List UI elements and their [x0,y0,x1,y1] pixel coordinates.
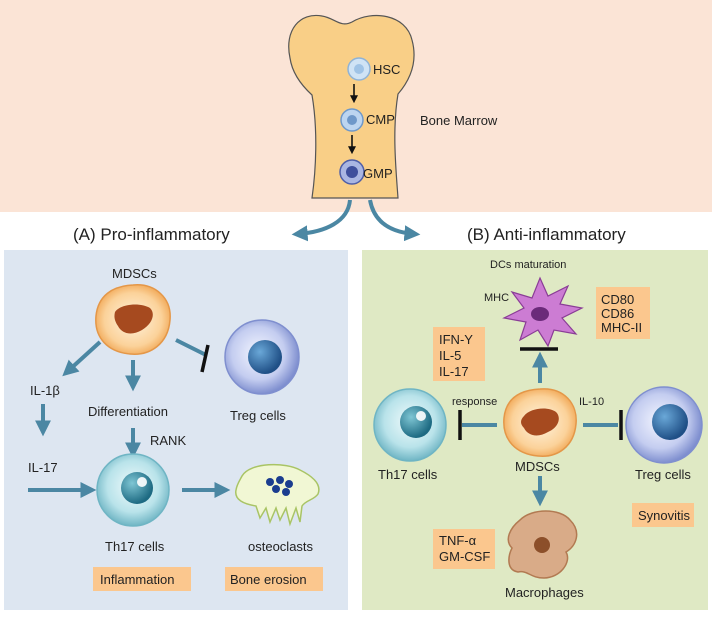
a-bone-erosion-tag [225,567,323,591]
b-th17-label: Th17 cells [378,467,438,482]
a-treg-label: Treg cells [230,408,286,423]
b-macrophages-label: Macrophages [505,585,584,600]
a-differentiation-label: Differentiation [88,404,168,419]
b-marker-1: CD86 [601,306,634,321]
b-macrophage-cell [507,510,578,579]
a-inflammation-tag [93,567,191,591]
b-il10-label: IL-10 [579,396,604,408]
hsc-cell [347,57,371,81]
b-th17-cell [373,388,447,462]
a-treg-cell [224,319,300,395]
a-mdsc-cell [95,284,171,355]
b-response-label: response [452,396,497,408]
b-dcs-label: DCs maturation [490,259,566,271]
b-marker-0: CD80 [601,292,634,307]
b-synovitis-label: Synovitis [638,508,691,523]
panel-a-body [4,250,348,610]
gmp-label: GMP [363,166,393,181]
panel-a-title: (A) Pro-inflammatory [73,225,230,244]
arrow-to-panel-b [368,199,421,242]
b-markers-tag [596,287,650,339]
b-mhc-label: MHC [484,292,509,304]
b-dendritic-cell [502,276,584,348]
b-cytokines-tag [433,327,485,381]
b-marker-2: MHC-II [601,320,642,335]
b-treg-label: Treg cells [635,467,691,482]
a-arrow-il1b [62,340,102,377]
bone-shape [288,14,415,199]
b-tnf-1: GM-CSF [439,549,490,564]
a-th17-cell [96,453,170,527]
b-mdsc-cell [503,388,577,457]
b-tnf-tag [433,529,495,569]
a-inflammation-label: Inflammation [100,572,174,587]
b-treg-cell [625,386,703,464]
a-mdscs-label: MDSCs [112,266,157,281]
a-bone-erosion-label: Bone erosion [230,572,307,587]
b-tnf-0: TNF-α [439,533,477,548]
gmp-cell [339,159,365,185]
a-inhibit-treg [175,338,207,357]
b-cytokine-2: IL-17 [439,364,469,379]
bone-marrow-label: Bone Marrow [420,113,498,128]
b-synovitis-tag [632,503,694,527]
a-inhibit-bar [200,344,210,373]
a-osteoclast-cell [235,463,320,527]
b-mdscs-label: MDSCs [515,459,560,474]
a-th17-label: Th17 cells [105,539,165,554]
cmp-label: CMP [366,112,395,127]
a-osteoclasts-label: osteoclasts [248,539,314,554]
panel-b-title: (B) Anti-inflammatory [467,225,626,244]
a-il1b-label: IL-1β [30,383,60,398]
b-cytokine-0: IFN-Y [439,332,473,347]
b-cytokine-1: IL-5 [439,348,461,363]
arrow-to-panel-a [291,199,352,242]
hsc-label: HSC [373,62,400,77]
a-il17-label: IL-17 [28,460,58,475]
a-rank-label: RANK [150,433,186,448]
cmp-cell [340,108,364,132]
